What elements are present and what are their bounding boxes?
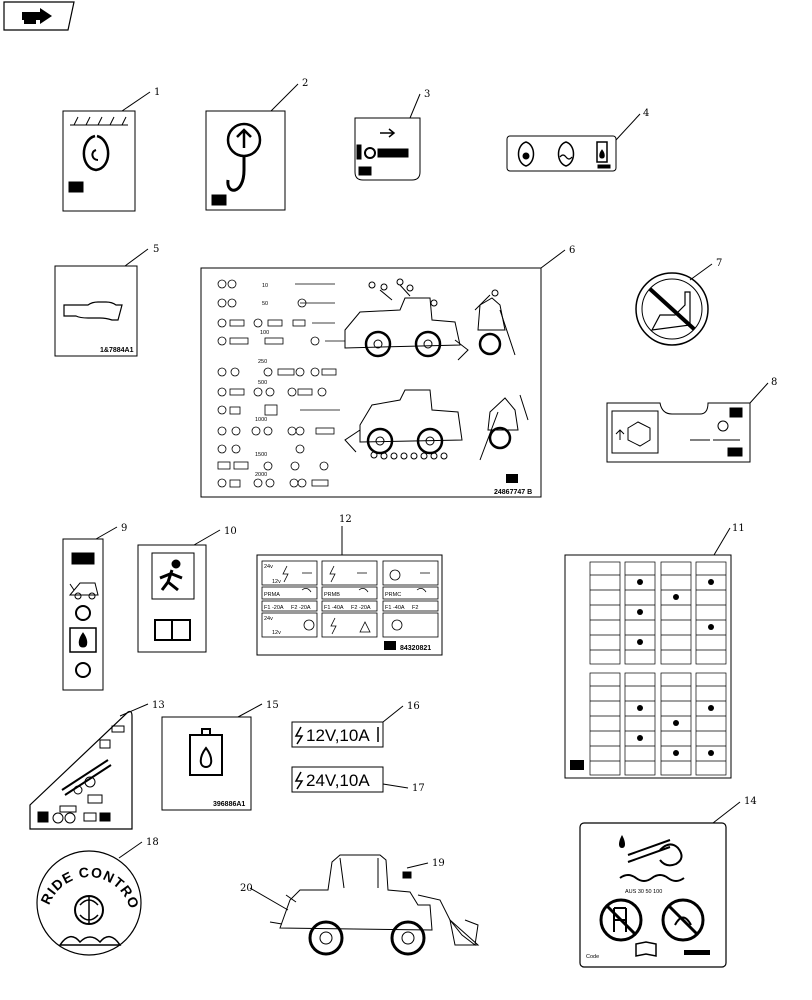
interval-250: 250 [258,359,267,365]
book-icon [506,474,518,483]
service-interval-rows [217,279,345,488]
decal-6-code: 24867747 B [494,489,532,496]
decal-16-fuse-label: 12V,10A [291,721,384,748]
loader-front-view-top [474,289,516,356]
fuse-label-24v: 24V,10A [306,771,370,790]
decal-5-code: 1&7884A1 [100,347,134,354]
interval-1000: 1000 [255,417,267,423]
wheel-loader-illustration [269,854,480,956]
decal-8 [606,402,751,463]
callout-3: 3 [424,89,430,100]
callout-18: 18 [146,837,159,848]
interval-1500: 1500 [255,452,267,458]
book-icon [384,641,396,650]
interval-10: 10 [262,283,268,289]
callout-11: 11 [732,523,745,534]
decal-13 [29,710,133,830]
callout-10: 10 [224,526,237,537]
fuse-label-12v: 12V,10A [306,726,370,745]
decal-14: AUS 30 50 100 Code [579,822,727,968]
decal-6-service-panel: 10 50 100 250 500 1000 1500 2000 [200,267,542,498]
fuse-f1-40a-b: F1 -40A [385,605,405,611]
callout-1: 1 [154,87,160,98]
prma-label: PRMA [264,592,280,598]
decal-12-volt-12-b: 12v [272,630,281,636]
prmc-label: PRMC [385,592,401,598]
interval-50: 50 [262,301,268,307]
decal-9 [62,538,104,691]
decal-15-code: 396886A1 [213,801,245,808]
callout-15: 15 [266,700,279,711]
next-page-icon [22,8,52,24]
fuse-f2: F2 [412,605,418,611]
interval-2000: 2000 [255,472,267,478]
fuse-f1-20a: F1 -20A [264,605,284,611]
callout-19: 19 [432,858,445,869]
interval-500: 500 [258,380,267,386]
loader-side-view-top [344,278,469,361]
decal-10-emergency-exit [137,544,207,653]
callout-2: 2 [302,78,308,89]
decal-11-fuse-map [564,554,732,779]
callout-7: 7 [716,258,722,269]
fuse-f1-40a: F1 -40A [324,605,344,611]
callout-6: 6 [569,245,575,256]
decal-12-volt-24: 24v [264,564,273,570]
decal-1 [62,110,136,212]
callout-5: 5 [153,244,159,255]
fuse-f2-20a: F2 -20A [291,605,311,611]
callout-13: 13 [152,700,165,711]
interval-100: 100 [260,330,269,336]
callout-12: 12 [339,514,352,525]
callout-17: 17 [412,783,425,794]
decal-7-no-step [635,272,709,346]
decal-4 [506,135,617,172]
callout-20: 20 [240,883,253,894]
decal-2 [205,110,286,211]
decal-12-volt-12: 12v [272,579,281,585]
decal-12-fuse-panel: 24v 12v PRMA PRMB PRMC F1 -20A F2 -20A F… [256,554,443,656]
loader-front-view-bottom [479,394,529,461]
decal-17-fuse-label: 24V,10A [291,766,384,793]
callout-16: 16 [407,701,420,712]
ride-control-text: RIDE CONTROL [0,0,143,911]
callout-9: 9 [121,523,127,534]
svg-text:AUS 30 50 100: AUS 30 50 100 [625,889,662,895]
loader-side-view-bottom [344,389,463,460]
next-page-button[interactable] [3,1,75,31]
decal-12-code: 84320821 [400,645,431,652]
decal-3 [354,117,421,181]
decal-14-code-label: Code [586,954,599,960]
callout-8: 8 [771,377,777,388]
callout-4: 4 [643,108,649,119]
decal-15: 396886A1 [161,716,252,811]
decal-5: 1&7884A1 [54,265,138,357]
prmb-label: PRMB [324,592,340,598]
decal-12-volt-24-b: 24v [264,616,273,622]
fuse-f2-20a-b: F2 -20A [351,605,371,611]
callout-14: 14 [744,796,757,807]
